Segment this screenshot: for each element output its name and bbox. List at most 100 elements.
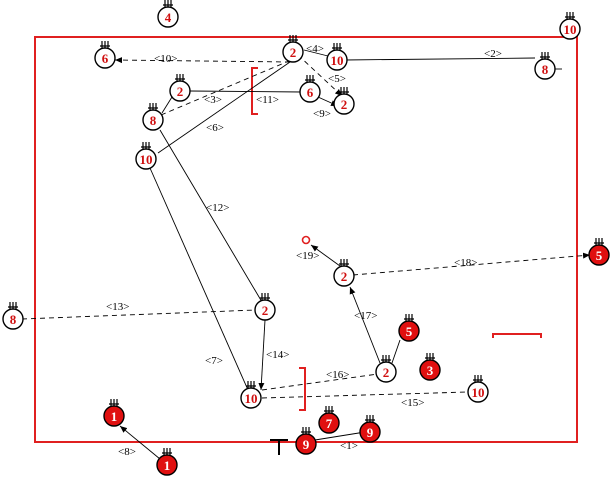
player-marks <box>8 302 18 309</box>
movement-lines <box>21 49 591 460</box>
player-circle <box>333 265 355 287</box>
movement-line <box>119 425 161 460</box>
player-marks <box>141 142 151 149</box>
player-number: 10 <box>245 391 258 406</box>
player-number: 9 <box>303 437 310 452</box>
player-number: 2 <box>177 84 184 99</box>
player-marks <box>473 375 483 382</box>
player-number: 5 <box>596 248 603 263</box>
target-ring-marker <box>301 235 311 245</box>
player-white: 6 <box>299 75 321 103</box>
player-circle <box>333 93 355 115</box>
line-label: <10> <box>154 53 177 65</box>
player-number: 1 <box>111 409 118 424</box>
movement-line <box>189 90 303 93</box>
player-white: 2 <box>375 355 397 383</box>
player-marks <box>246 381 256 388</box>
movement-line <box>161 96 173 114</box>
player-number: 10 <box>564 22 577 37</box>
player-circle <box>169 80 191 102</box>
player-number: 7 <box>326 416 333 431</box>
player-red: 9 <box>359 415 381 443</box>
player-red: 5 <box>588 238 610 266</box>
player-white: 2 <box>282 35 304 63</box>
player-marks <box>305 75 315 82</box>
player-marks <box>565 12 575 19</box>
player-number: 8 <box>10 312 17 327</box>
bracket-marker-upper <box>251 67 258 115</box>
player-white: 10 <box>559 12 581 40</box>
player-marks <box>425 353 435 360</box>
player-white: 2 <box>254 293 276 321</box>
player-number: 2 <box>341 269 348 284</box>
line-label: <5> <box>328 73 346 85</box>
line-label: <8> <box>118 446 136 458</box>
player-marks <box>332 43 342 50</box>
line-label: <1> <box>340 440 358 452</box>
player-circle <box>467 381 489 403</box>
player-number: 4 <box>165 10 172 25</box>
player-marks <box>594 238 604 245</box>
player-white: 10 <box>135 142 157 170</box>
player-marks <box>148 103 158 110</box>
player-circle <box>295 433 317 455</box>
movement-line <box>114 57 291 64</box>
player-red: 3 <box>419 353 441 381</box>
player-white: 10 <box>467 375 489 403</box>
player-white: 4 <box>157 0 179 28</box>
player-circle <box>419 359 441 381</box>
player-marks <box>324 406 334 413</box>
player-number: 10 <box>472 385 485 400</box>
player-marks <box>162 448 172 455</box>
player-circle <box>156 454 178 476</box>
player-circle <box>103 405 125 427</box>
player-marks <box>381 355 391 362</box>
player-white: 6 <box>94 41 116 69</box>
line-label: <2> <box>484 48 502 60</box>
player-marks <box>540 52 550 59</box>
player-marks <box>301 427 311 434</box>
player-white: 2 <box>333 259 355 287</box>
line-label: <3> <box>204 94 222 106</box>
player-circle <box>559 18 581 40</box>
line-label: <13> <box>106 301 129 313</box>
player-circle <box>2 308 24 330</box>
movement-line <box>258 319 266 391</box>
player-red: 1 <box>156 448 178 476</box>
movement-line <box>310 244 341 267</box>
movement-line <box>349 286 381 364</box>
player-red: 1 <box>103 399 125 427</box>
line-label: <16> <box>326 369 349 381</box>
player-circle <box>135 148 157 170</box>
player-number: 6 <box>307 85 314 100</box>
player-circle <box>359 421 381 443</box>
player-circle <box>588 244 610 266</box>
line-label: <18> <box>454 257 477 269</box>
line-label: <17> <box>354 310 377 322</box>
player-number: 2 <box>262 303 269 318</box>
player-number: 6 <box>102 51 109 66</box>
line-label: <7> <box>205 355 223 367</box>
player-marks <box>365 415 375 422</box>
player-circle <box>254 299 276 321</box>
player-marks <box>175 74 185 81</box>
movement-line <box>303 49 329 57</box>
line-label: <9> <box>313 108 331 120</box>
t-marker-bottom <box>270 439 288 455</box>
player-white: 8 <box>534 52 556 80</box>
player-number: 10 <box>331 53 344 68</box>
player-number: 10 <box>140 152 153 167</box>
player-number: 8 <box>542 62 549 77</box>
player-number: 2 <box>383 365 390 380</box>
player-marks <box>339 259 349 266</box>
movement-line <box>314 431 366 441</box>
player-white: 10 <box>240 381 262 409</box>
player-marks <box>260 293 270 300</box>
player-number: 2 <box>341 97 348 112</box>
line-label: <11> <box>256 94 279 106</box>
player-circle <box>282 41 304 63</box>
player-red: 5 <box>398 314 420 342</box>
movement-line <box>21 309 257 320</box>
